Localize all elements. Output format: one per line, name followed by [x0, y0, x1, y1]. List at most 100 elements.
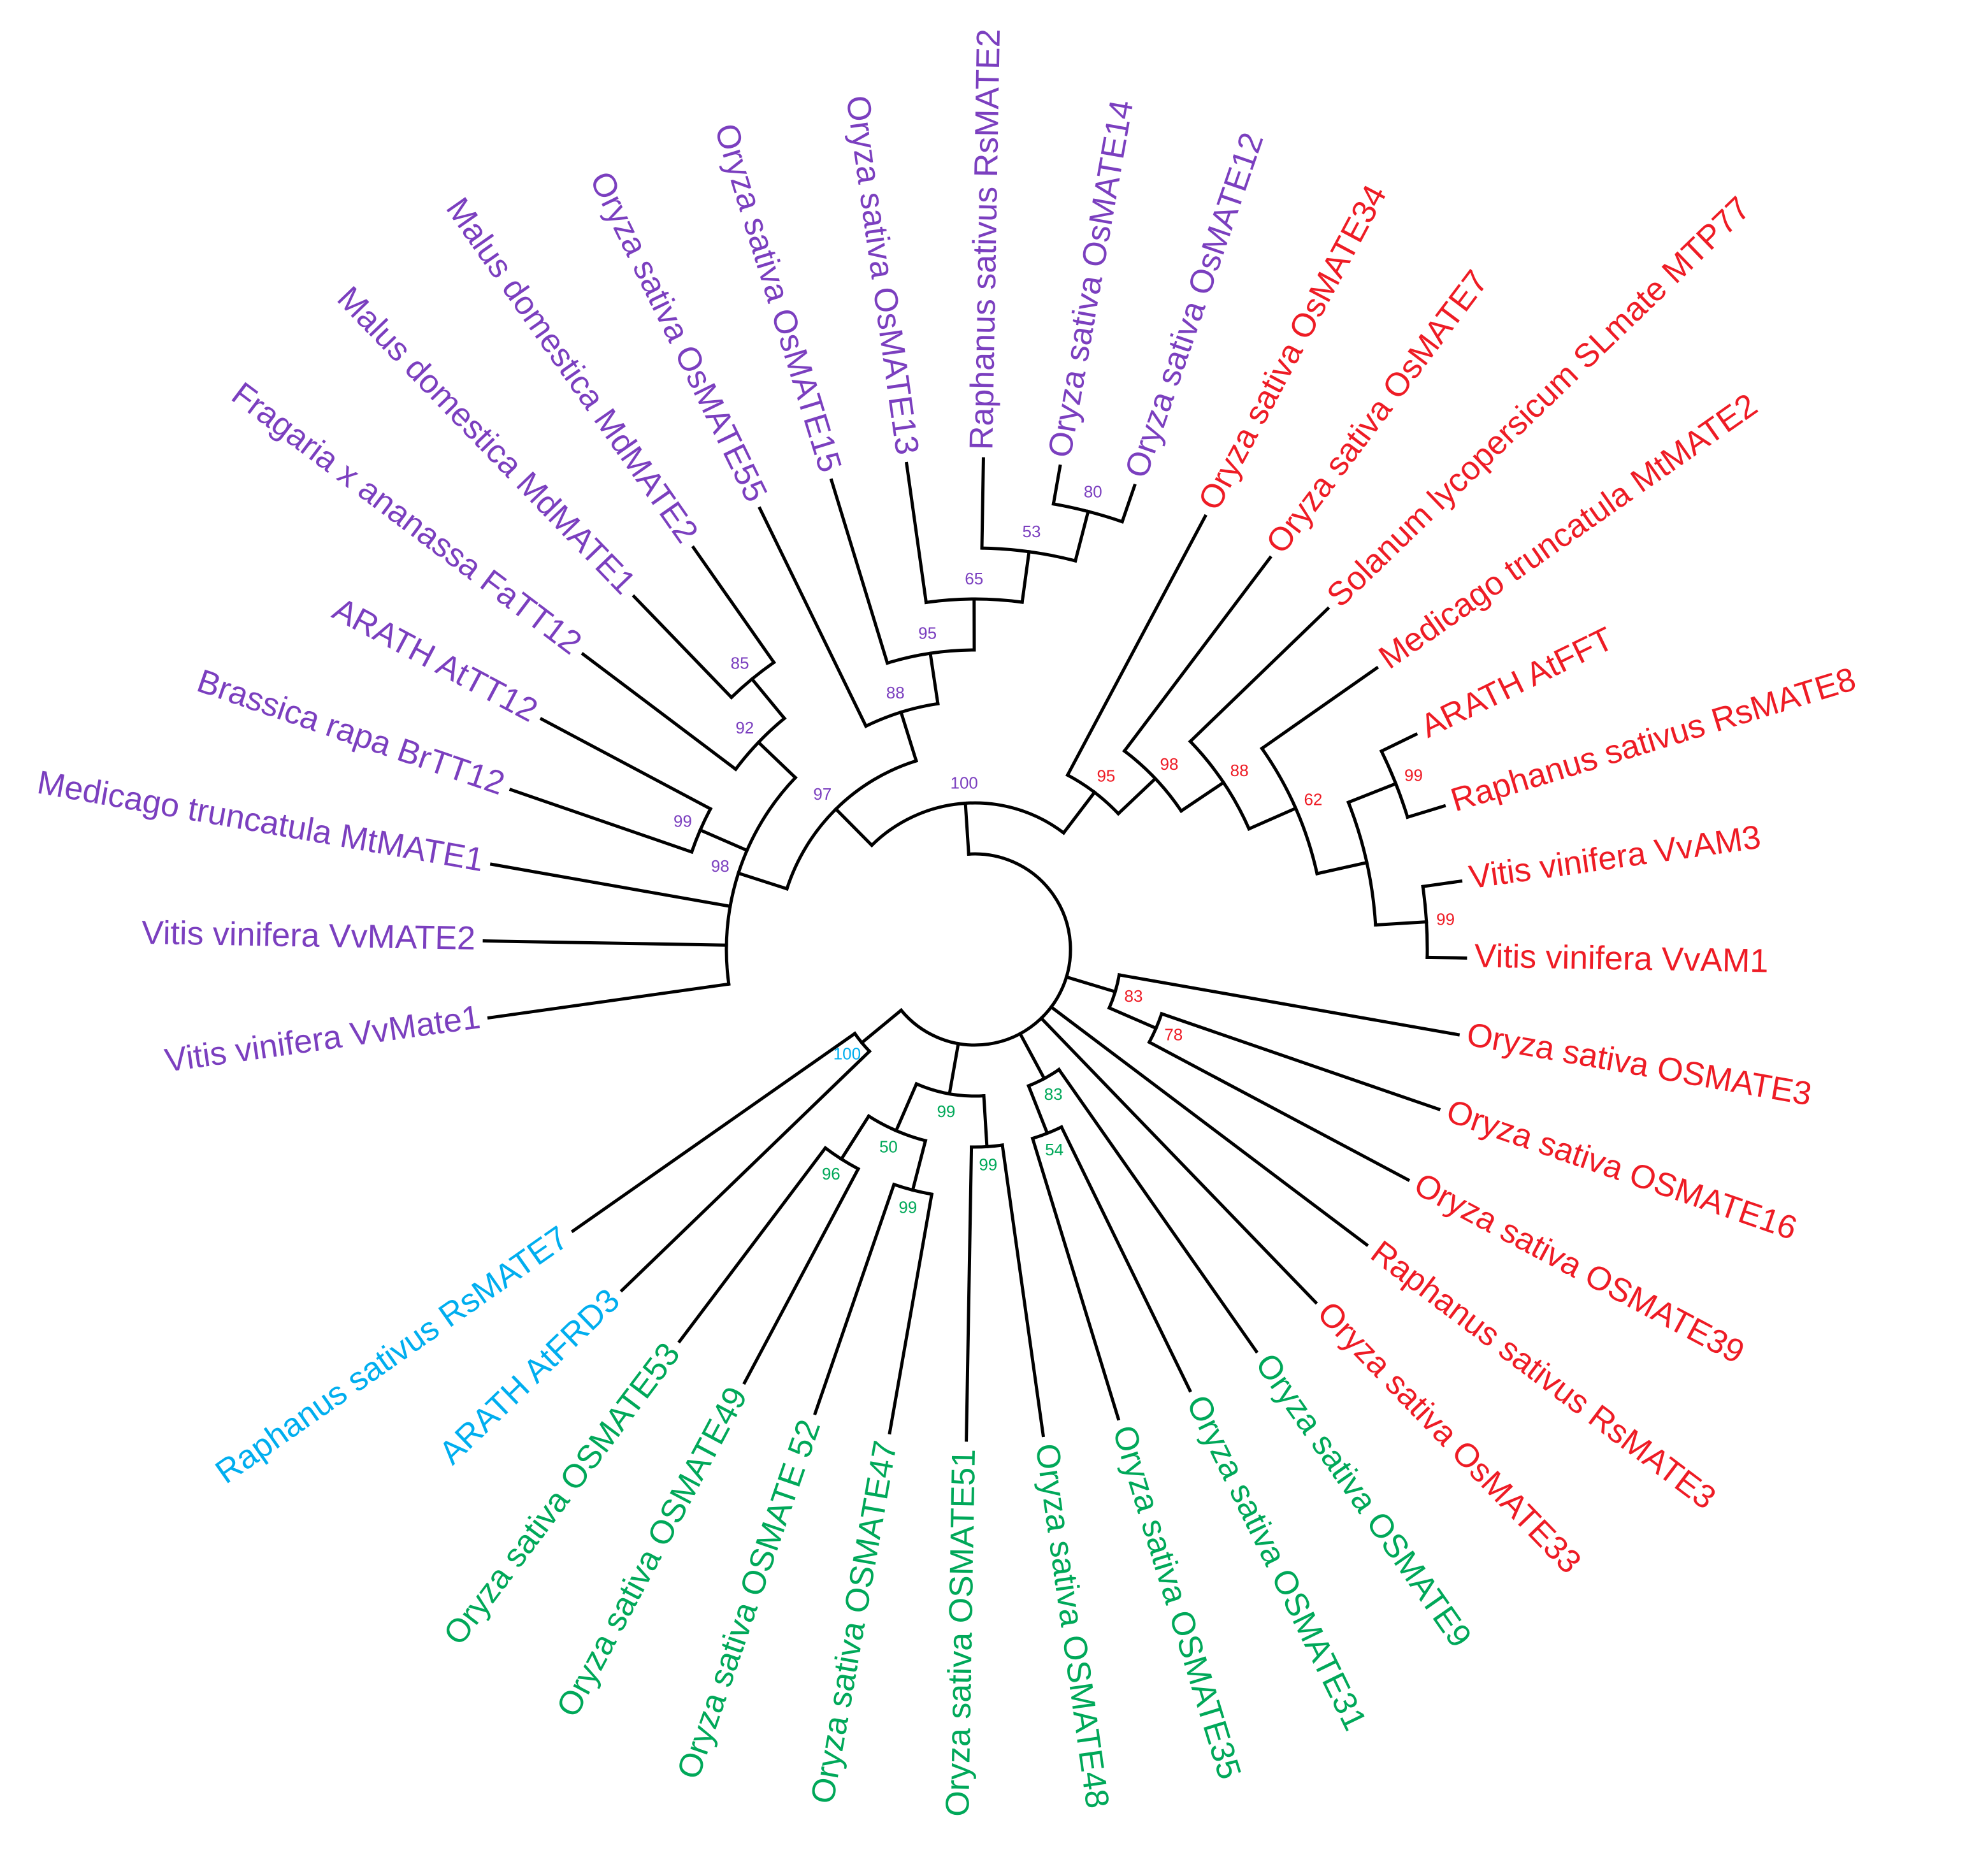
node-arc: [869, 801, 1066, 848]
leaf-branch: [1122, 555, 1272, 754]
leaf-branch: [813, 1182, 897, 1416]
leaf-branch: [1405, 804, 1446, 819]
internal-branch: [839, 1114, 871, 1162]
bootstrap-value: 88: [886, 683, 905, 702]
internal-branch: [1026, 1083, 1049, 1136]
internal-branch: [1246, 806, 1298, 831]
leaf-branch: [1056, 1067, 1259, 1354]
node-arc: [970, 1143, 1004, 1149]
bootstrap-value: 98: [711, 856, 730, 876]
internal-branch: [1018, 1031, 1047, 1081]
bootstrap-value: 83: [1125, 986, 1143, 1006]
leaf-branch: [888, 1192, 934, 1435]
bootstrap-value: 80: [1084, 482, 1102, 501]
leaf-label: Vitis vinifera VvAM1: [1474, 937, 1768, 979]
leaf-label: Oryza sativa OSMATE51: [939, 1448, 983, 1817]
leaf-label: Oryza sativa OSMATE3: [1464, 1016, 1815, 1113]
leaf-branch: [677, 1145, 828, 1344]
leaf-label: Oryza sativa OsMATE33: [1310, 1295, 1588, 1581]
internal-branch: [736, 871, 789, 891]
leaf-label: Medicago truncatula MtMATE1: [34, 764, 486, 879]
node-arc: [898, 852, 1072, 1047]
internal-branch: [1374, 920, 1429, 927]
leaf-branch: [1421, 879, 1463, 889]
bootstrap-value: 50: [879, 1137, 898, 1157]
internal-branch: [1315, 860, 1369, 876]
bootstrap-value: 95: [1097, 766, 1115, 785]
bootstrap-value: 95: [918, 623, 937, 642]
node-arc: [1147, 1011, 1164, 1044]
leaf-branch: [482, 939, 728, 947]
bootstrap-value: 99: [1404, 766, 1423, 785]
bootstrap-value: 62: [1304, 790, 1322, 809]
internal-branch: [947, 1041, 960, 1096]
leaf-branch: [580, 652, 738, 772]
leaf-branch: [758, 506, 868, 728]
leaf-branch: [1065, 514, 1207, 777]
bootstrap-value: 99: [898, 1197, 917, 1216]
internal-branch: [1061, 790, 1097, 835]
node-arc: [1379, 749, 1410, 819]
node-arc: [1188, 739, 1251, 831]
bootstrap-value: 92: [735, 718, 754, 737]
leaf-label: Fragaria x ananassa FaTT12: [225, 375, 588, 662]
bootstrap-value: 53: [1023, 522, 1041, 541]
internal-branch: [859, 1007, 904, 1045]
leaf-branch: [1000, 1143, 1046, 1438]
leaf-label: Oryza sativa OsMATE13: [839, 93, 926, 457]
bootstrap-value: 88: [1230, 761, 1249, 780]
leaf-label: Oryza sativa OSMATE47: [804, 1438, 904, 1806]
internal-branch: [1064, 975, 1118, 994]
internal-branch: [749, 677, 787, 721]
leaf-branch: [570, 1031, 858, 1234]
leaf-branch: [1379, 732, 1418, 754]
internal-branch: [911, 1139, 928, 1192]
internal-branch: [756, 740, 798, 780]
internal-branch: [1116, 776, 1158, 816]
node-arc: [1122, 748, 1184, 814]
node-arc: [1260, 746, 1319, 876]
leaf-branch: [539, 717, 713, 811]
node-arc: [885, 648, 976, 665]
internal-branch: [928, 651, 940, 706]
internal-branch: [982, 1093, 989, 1149]
node-arc: [729, 660, 776, 700]
bootstrap-value: 99: [979, 1155, 997, 1174]
leaf-branch: [631, 594, 734, 700]
bootstrap-value: 99: [937, 1102, 955, 1121]
leaf-label: Oryza sativa OSMATE53: [436, 1336, 688, 1652]
leaf-branch: [508, 788, 694, 855]
bootstrap-value: 54: [1045, 1140, 1063, 1159]
leaf-label: Oryza sativa OSMATE48: [1028, 1441, 1116, 1810]
leaf-label: Malus domestica MdMATE1: [330, 280, 643, 602]
bootstrap-value: 99: [673, 811, 692, 830]
leaf-branch: [829, 478, 890, 665]
internal-branch: [1073, 509, 1090, 563]
leaf-branch: [489, 862, 732, 909]
leaf-branch: [487, 982, 731, 1020]
leaf-branch: [691, 545, 776, 665]
node-arc: [689, 806, 713, 855]
leaf-branch: [1159, 1011, 1441, 1111]
bootstrap-value: 99: [1436, 910, 1455, 929]
bootstrap-value: 78: [1164, 1025, 1183, 1044]
bootstrap-value: 83: [1044, 1085, 1063, 1104]
leaf-branch: [1051, 464, 1062, 506]
leaf-branch: [1030, 1136, 1121, 1421]
internal-branch: [698, 828, 749, 853]
leaf-label: Vitis vinifera VvMATE2: [141, 914, 476, 957]
bootstrap-value: 98: [1160, 754, 1179, 774]
bootstrap-values: 9985929880536595889799996288989510078835…: [673, 482, 1455, 1216]
bootstrap-value: 65: [965, 569, 983, 588]
leaf-branch: [1049, 1004, 1369, 1247]
node-arc: [914, 1081, 986, 1098]
leaf-branch: [1039, 1016, 1318, 1305]
node-arc: [724, 775, 798, 986]
internal-branch: [1346, 781, 1398, 805]
leaf-branch: [1120, 483, 1137, 524]
internal-branch: [1179, 780, 1226, 814]
node-arc: [1421, 884, 1429, 959]
leaf-branch: [904, 461, 928, 605]
leaf-branch: [1117, 973, 1460, 1037]
